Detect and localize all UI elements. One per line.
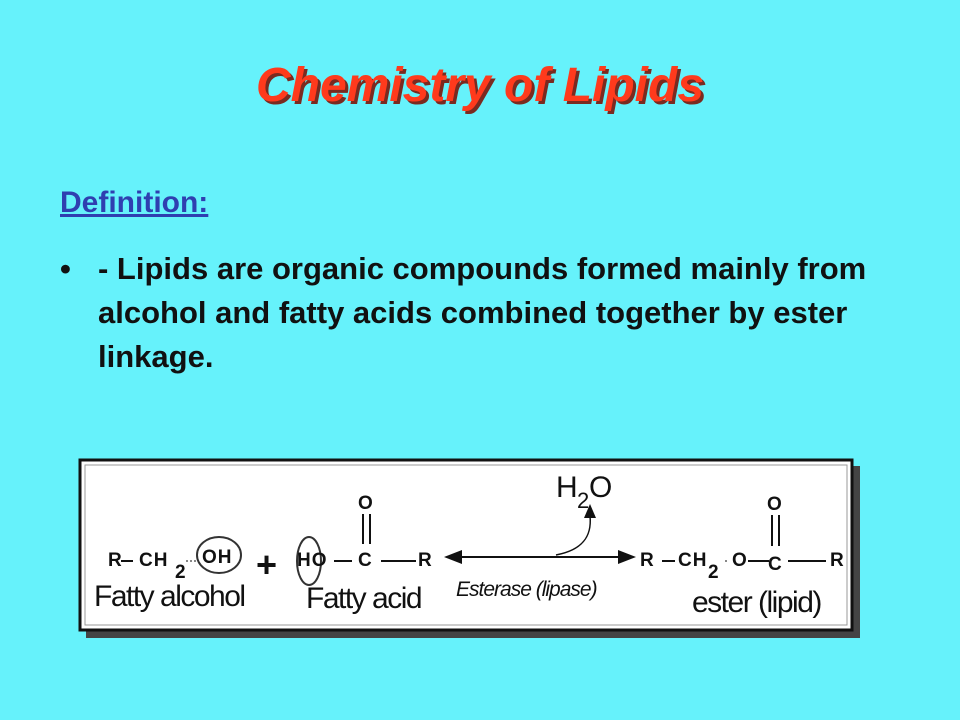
plus-sign: + xyxy=(256,544,278,585)
enzyme-label: Esterase (lipase) xyxy=(456,578,598,601)
acid-r: R xyxy=(418,550,433,571)
definition-bullet: • - Lipids are organic compounds formed … xyxy=(60,247,920,379)
water-h: H xyxy=(556,471,578,504)
definition-heading: Definition: xyxy=(60,186,209,219)
ester-carbonyl-o: O xyxy=(767,494,783,515)
alcohol-sub2: 2 xyxy=(175,562,187,583)
acid-carbonyl-o: O xyxy=(358,493,374,514)
ester-r2: R xyxy=(830,550,845,571)
ester-ch: CH xyxy=(678,550,708,571)
slide-title: Chemistry of Lipids xyxy=(255,59,705,112)
ester-sub2: 2 xyxy=(708,562,720,583)
bullet-marker: • xyxy=(60,251,71,286)
ester-o-link: O xyxy=(732,550,748,571)
acid-ho: HO xyxy=(297,550,328,571)
alcohol-oh: OH xyxy=(202,547,233,568)
ester-c: C xyxy=(768,554,783,575)
esterification-scheme: R CH 2 OH Fatty alcohol + HO O C R Fatty… xyxy=(78,458,862,640)
acid-c: C xyxy=(358,550,373,571)
fatty-acid-caption: Fatty acid xyxy=(306,582,423,615)
ester-r: R xyxy=(640,550,655,571)
bullet-text: - Lipids are organic compounds formed ma… xyxy=(98,251,867,374)
water-o: O xyxy=(589,471,613,504)
scheme-frame xyxy=(78,458,860,638)
water-sub2: 2 xyxy=(577,488,590,513)
ester-caption: ester (lipid) xyxy=(692,586,822,619)
fatty-alcohol-caption: Fatty alcohol xyxy=(94,580,246,613)
alcohol-ch: CH xyxy=(139,550,169,571)
alcohol-r: R xyxy=(108,550,123,571)
